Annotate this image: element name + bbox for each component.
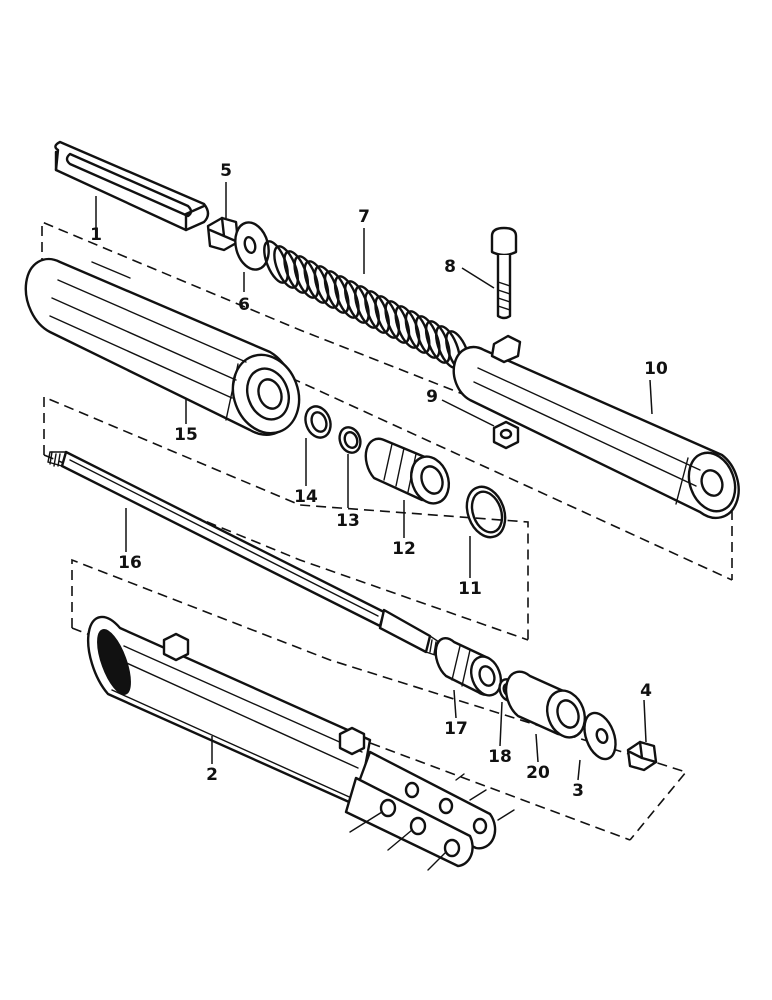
label-part-8: 8 [444, 257, 456, 277]
label-part-4: 4 [640, 681, 652, 701]
label-part-6: 6 [238, 295, 250, 315]
label-part-12: 12 [392, 539, 416, 559]
label-part-13: 13 [336, 511, 360, 531]
part-15-outer-sleeve [24, 257, 301, 437]
label-part-3: 3 [572, 781, 584, 801]
label-part-9: 9 [426, 387, 438, 407]
part-1-slotted-link [54, 140, 210, 232]
part-17-bushing [434, 637, 503, 697]
part-3-washer [583, 711, 617, 761]
label-part-1: 1 [90, 225, 102, 245]
label-part-11: 11 [458, 579, 482, 599]
part-12-bushing [364, 437, 451, 505]
leader-lines [95, 182, 653, 781]
part-10-upper-tube [452, 334, 740, 520]
label-part-20: 20 [526, 763, 550, 783]
part-11-o-ring [465, 485, 507, 539]
part-8-bolt [490, 226, 518, 320]
label-part-10: 10 [644, 359, 668, 379]
label-part-2: 2 [206, 765, 218, 785]
part-9-nut [492, 420, 520, 450]
part-20-bushing [504, 670, 587, 739]
part-16-threaded-rod [47, 450, 443, 657]
part-7-spring [263, 240, 471, 374]
label-part-16: 16 [118, 553, 142, 573]
label-part-17: 17 [444, 719, 468, 739]
label-part-15: 15 [174, 425, 198, 445]
part-4-nut [626, 740, 658, 772]
label-part-7: 7 [358, 207, 370, 227]
part-6-washer [234, 221, 270, 271]
part-2-lower-cylinder [86, 615, 515, 871]
label-part-18: 18 [488, 747, 512, 767]
part-5-nut [206, 216, 240, 252]
label-part-5: 5 [220, 161, 232, 181]
part-14-ring [304, 405, 332, 439]
part-labels: 1 2 3 4 5 6 7 8 9 10 11 12 13 14 15 16 1… [90, 161, 668, 801]
part-13-ring [338, 426, 362, 454]
label-part-14: 14 [294, 487, 318, 507]
